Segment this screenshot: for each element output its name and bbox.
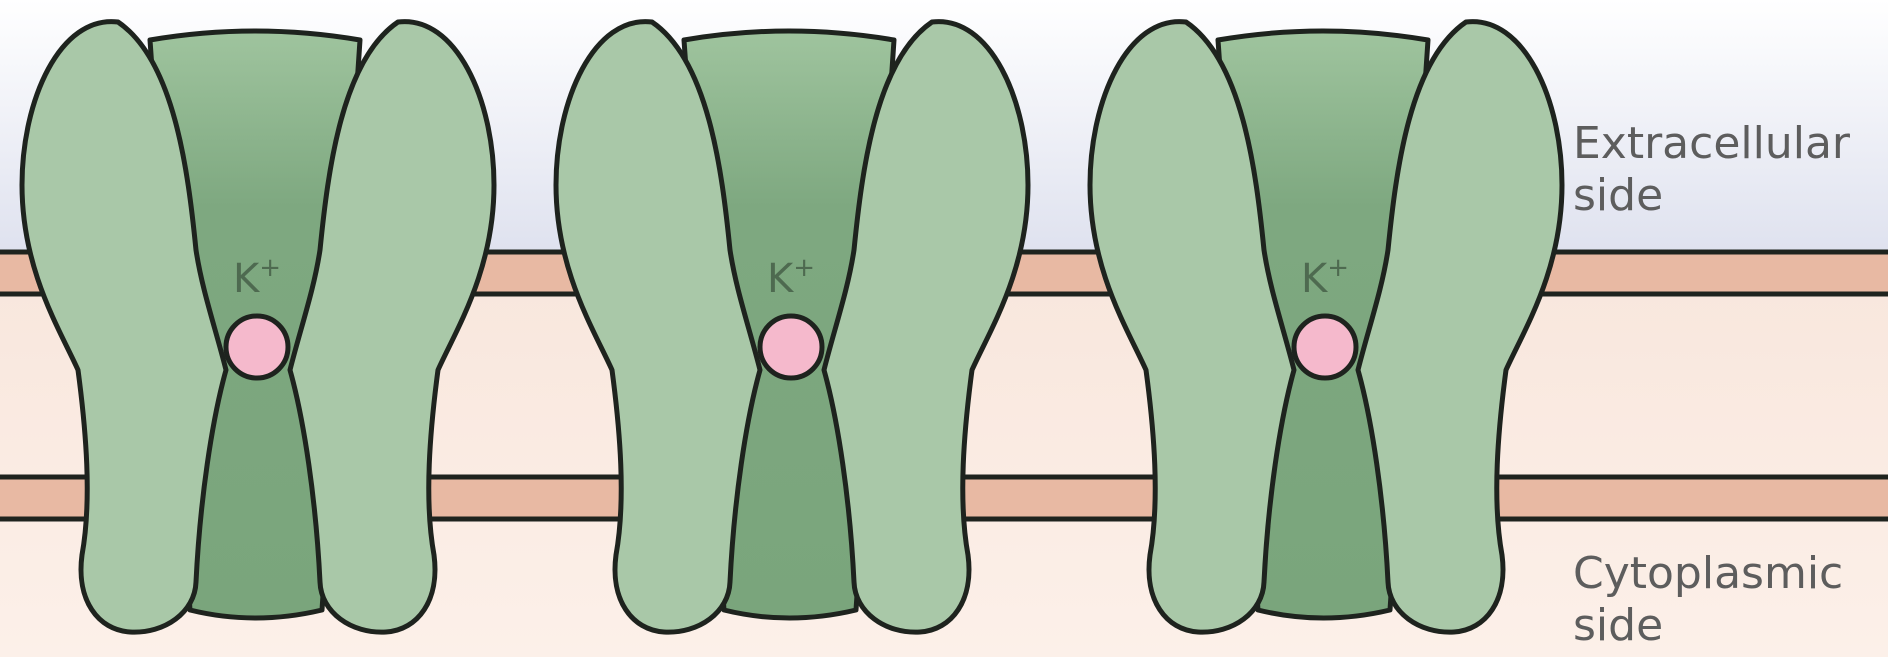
potassium-ion: [1294, 316, 1356, 378]
potassium-ion: [226, 316, 288, 378]
extracellular-side-label: Extracellular side: [1573, 118, 1850, 222]
potassium-channel: K+: [556, 22, 1028, 633]
potassium-ion: [760, 316, 822, 378]
potassium-channel: K+: [22, 22, 494, 633]
cytoplasmic-label-line-2: side: [1573, 600, 1843, 652]
cytoplasmic-side-label: Cytoplasmic side: [1573, 548, 1843, 652]
cytoplasmic-label-line-1: Cytoplasmic: [1573, 548, 1843, 600]
potassium-channel: K+: [1090, 22, 1562, 633]
extracellular-label-line-1: Extracellular: [1573, 118, 1850, 170]
extracellular-label-line-2: side: [1573, 170, 1850, 222]
